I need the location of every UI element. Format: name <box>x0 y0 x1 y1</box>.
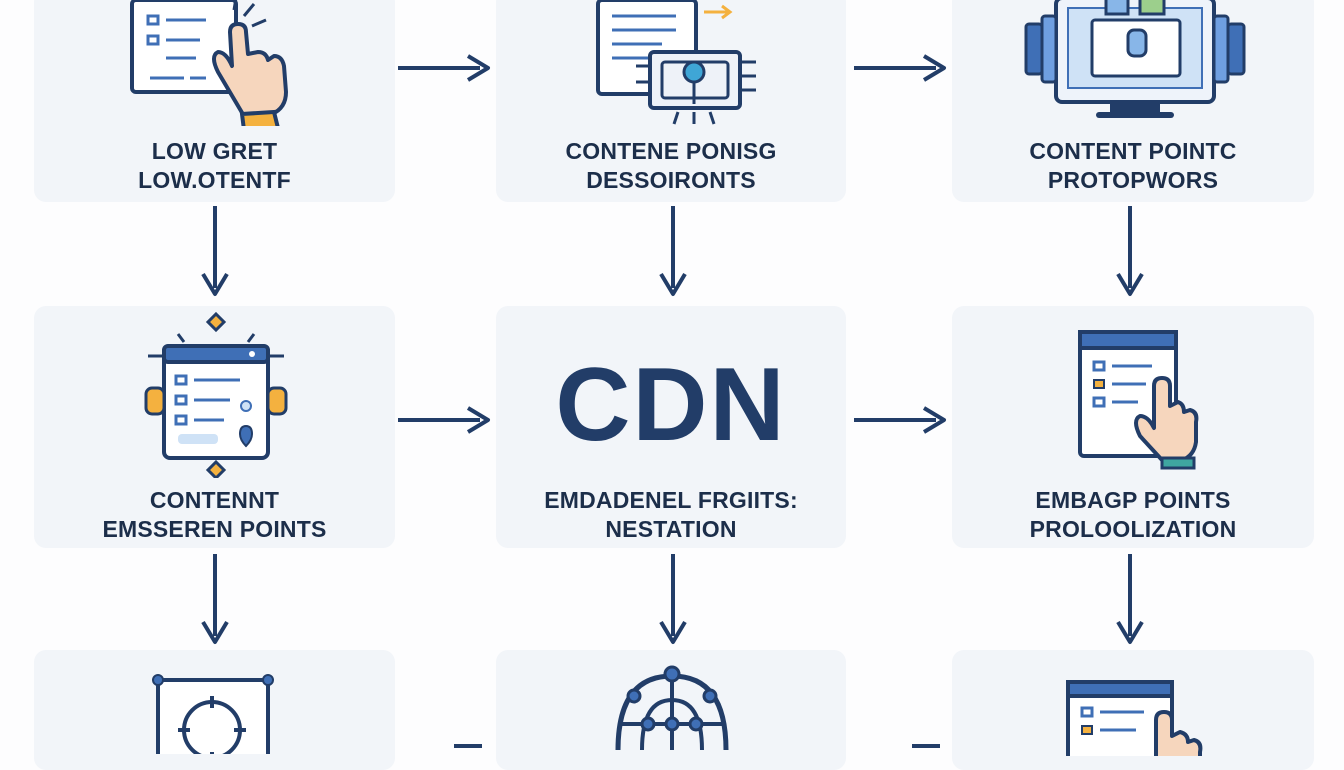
node-r3c3 <box>952 650 1314 770</box>
node-r1c2: CONTENE PONISG DESSOIRONTS <box>496 0 846 202</box>
node-label: LOW GRET LOW.OTENTF <box>138 138 291 193</box>
node-label: EMBAGP POINTS PROLOOLIZATION <box>1029 487 1237 542</box>
network-globe-icon <box>615 665 729 751</box>
document-touch-icon <box>130 0 288 126</box>
arrow-down-icon <box>1116 206 1144 296</box>
node-r3c1 <box>34 650 395 770</box>
node-label: CONTENE PONISG DESSOIRONTS <box>565 138 777 193</box>
node-r2c2: CDN EMDADENEL FRGIITS: NESTATION <box>496 306 846 548</box>
arrow-down-icon <box>201 554 229 644</box>
arrow-right-icon <box>454 744 482 748</box>
arrow-right-icon <box>912 744 940 748</box>
node-r2c1: CONTENNT EMSSEREN POINTS <box>34 306 395 548</box>
node-label: EMDADENEL FRGIITS: NESTATION <box>544 487 798 542</box>
monitor-servers-icon <box>1024 0 1246 118</box>
arrow-right-icon <box>854 54 946 82</box>
arrow-down-icon <box>201 206 229 296</box>
arrow-right-icon <box>398 406 490 434</box>
node-target-icon <box>152 674 274 754</box>
document-transfer-icon <box>596 0 756 125</box>
arrow-right-icon <box>398 54 490 82</box>
document-touch-icon <box>1078 330 1199 470</box>
node-label: CONTENNT EMSSEREN POINTS <box>102 487 327 542</box>
arrow-down-icon <box>1116 554 1144 644</box>
node-r3c2 <box>496 650 846 770</box>
node-label: CONTENT POINTC PROTOPWORS <box>1029 138 1237 193</box>
document-touch-icon <box>1066 680 1203 756</box>
node-r2c3: EMBAGP POINTS PROLOOLIZATION <box>952 306 1314 548</box>
node-r1c1: LOW GRET LOW.OTENTF <box>34 0 395 202</box>
app-window-nodes-icon <box>144 312 288 478</box>
arrow-right-icon <box>854 406 946 434</box>
arrow-down-icon <box>659 206 687 296</box>
cdn-title: CDN <box>555 347 787 463</box>
node-r1c3: CONTENT POINTC PROTOPWORS <box>952 0 1314 202</box>
arrow-down-icon <box>659 554 687 644</box>
